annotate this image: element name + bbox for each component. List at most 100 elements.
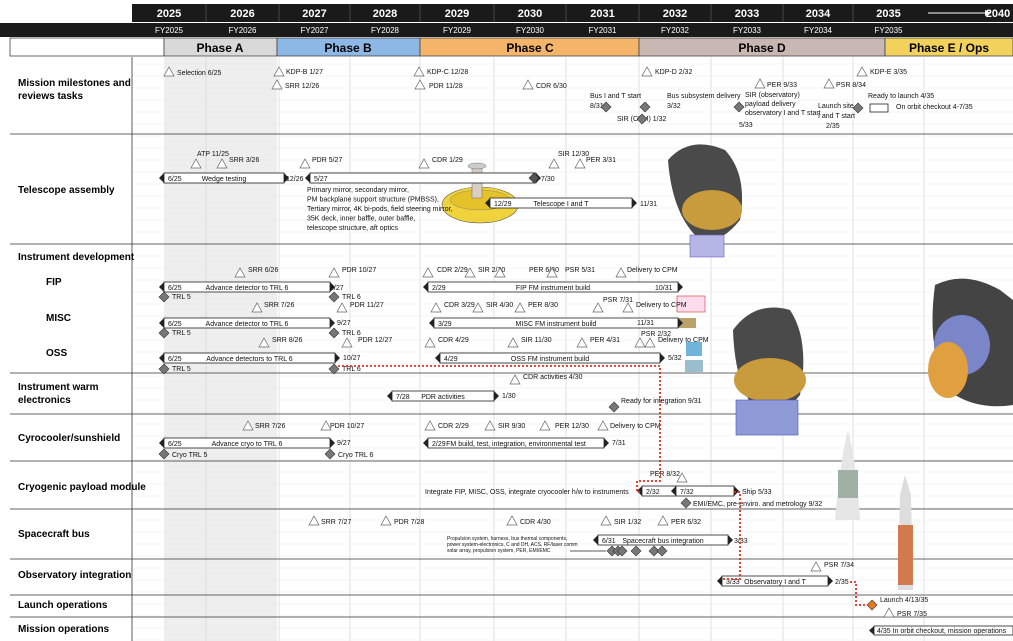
milestone-triangle [273,66,285,77]
label: SRR 8/26 [272,337,302,344]
milestone-triangle [546,267,558,278]
milestone-triangle [676,472,688,483]
cpm-note: Integrate FIP, MISC, OSS, integrate cryo… [425,489,629,496]
label: 3/32 [667,103,681,110]
bar-end-cap [284,173,289,183]
milestone-diamond [733,101,745,113]
bar-end-cap [604,438,609,448]
milestone-diamond [636,113,648,125]
label: Launch site [818,103,854,110]
label: PSR 7/34 [824,562,854,569]
label: 12/26 [286,176,304,183]
milestone-triangle [472,302,484,313]
milestone-triangle [548,158,560,169]
telescope-note: PM backplane support structure (PMBSS), [307,197,439,204]
label: Ready to launch 4/35 [868,93,934,100]
observatory-illustration-2 [733,307,806,436]
milestone-diamond [852,102,864,114]
year-label: 2032 [663,8,687,20]
milestone-diamond [656,545,668,557]
bar-start-cap [305,173,310,183]
label: 8/27 [330,285,344,292]
label: 11/31 [637,320,654,327]
label: SIR 12/30 [558,151,589,158]
bar-start-cap [869,626,874,635]
milestone-triangle [422,267,434,278]
row-label-bus: Spacecraft bus [18,529,90,540]
telescope-note: telescope structure, aft optics [307,225,399,232]
year-label: 2025 [157,8,181,20]
fiscal-year-label: FY2029 [443,26,472,35]
label: SIR 2/30 [478,267,505,274]
milestone-diamond [324,448,336,460]
label: CDR 6/30 [536,83,567,90]
row-label-telescope: Telescope assembly [18,185,115,196]
milestone-triangle [597,420,609,431]
milestone-triangle [414,79,426,90]
bar-end-cap [678,318,683,328]
milestone-triangle [539,420,551,431]
bar-label: Spacecraft bus integration [622,538,703,545]
milestone-triangle [271,79,283,90]
bar-end-cap [660,353,665,363]
year-label: 2035 [876,8,900,20]
label: PER 6/30 [529,267,559,274]
milestone-diamond [630,545,642,557]
label: On orbit checkout 4-7/35 [896,104,973,111]
row-label-warm: Instrument warm [18,382,99,393]
label: SRR 7/26 [255,423,285,430]
milestone-triangle [234,267,246,278]
observatory-illustration-1 [668,144,743,258]
row-label-cpm: Cryogenic payload module [18,482,146,493]
bus-note: Propulsion system, harness, bus thermal … [447,536,567,542]
telescope-note: 35K deck, inner baffle, outer baffle, [307,216,415,223]
milestone-diamond [158,327,170,339]
telescope-note: Primary mirror, secondary mirror, [307,187,409,194]
bar-end-cap [330,318,335,328]
milestone-triangle [216,158,228,169]
bar-start-label: 7/32 [680,489,694,496]
label: TRL 5 [172,294,191,301]
milestone-triangle [576,337,588,348]
milestone-diamond [158,363,170,375]
bar-end-cap [632,198,637,208]
year-label: 2034 [806,8,831,20]
bar-start-label: 6/25 [168,321,182,328]
bar-label: MISC FM instrument build [516,321,597,328]
row-label-milestones: Mission milestones and [18,78,131,89]
fiscal-year-label: FY2033 [733,26,762,35]
milestone-triangle [507,337,519,348]
bar-start-cap [387,391,392,401]
label: KDP-D 2/32 [655,69,692,76]
bar-end-cap [335,353,340,363]
label: 8/31 [590,103,604,110]
bar-end-cap [678,282,683,292]
fiscal-year-label: FY2034 [804,26,833,35]
bar-start-cap [159,173,164,183]
row-label-instrument: Instrument development [18,252,135,263]
bar-label: Advance cryo to TRL 6 [212,441,283,448]
critical-path [338,365,868,606]
row-label-warm-2: electronics [18,395,71,406]
label: CDR activities 4/30 [523,374,583,381]
label: SIR 1/32 [614,519,641,526]
label: Launch 4/13/35 [880,597,928,604]
arrow-head-icon [985,10,991,16]
label: Selection 6/25 [177,70,221,77]
label: KDP-E 3/35 [870,69,907,76]
label: TRL 6 [342,330,361,337]
label: CDR 4/30 [520,519,551,526]
row-label-ops: Mission operations [18,624,110,635]
label: 9/27 [337,320,351,327]
label: PDR 11/27 [350,302,384,309]
milestone-triangle [418,158,430,169]
milestone-triangle [514,302,526,313]
fiscal-year-label: FY2030 [516,26,545,35]
bar-start-cap [159,282,164,292]
label: PER 9/33 [767,82,797,89]
milestone-triangle [754,78,766,89]
milestone-triangle [574,158,586,169]
bus-note: solar array, propulsion system, PER, EMI… [447,548,551,554]
milestone-diamond [608,401,620,413]
